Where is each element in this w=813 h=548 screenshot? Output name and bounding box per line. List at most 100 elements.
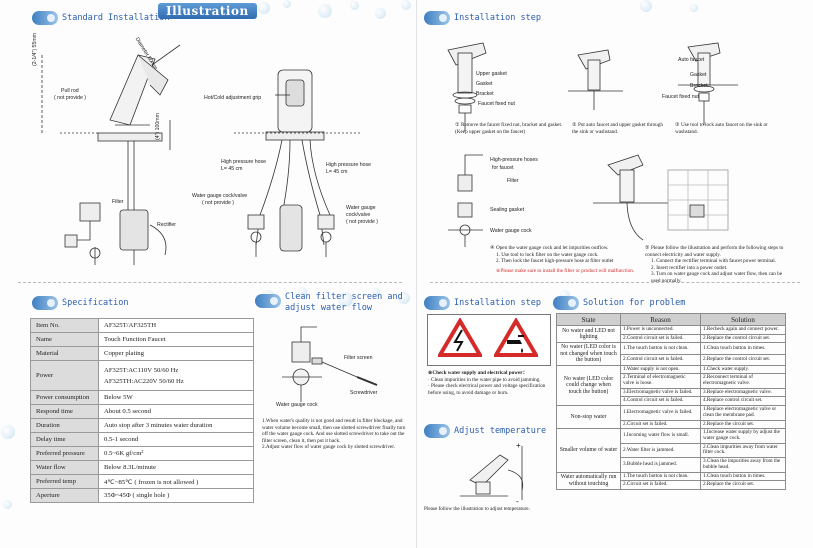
- installation-step-drawing: [447, 42, 738, 247]
- upper-gasket-label: Upper gasket: [476, 71, 507, 77]
- gasket-label: Gasket: [476, 81, 493, 87]
- header-solution: Solution: [700, 313, 786, 326]
- rectifier-label: Rectifier: [157, 222, 177, 228]
- section-badge-icon: [32, 11, 58, 25]
- clean-filter-notes: 1.When water's quality is not good and r…: [262, 418, 406, 450]
- problem-solution: 1.Replace electromagnetic valve or clean…: [700, 405, 786, 421]
- problem-state: Water automatically run without touching: [556, 471, 621, 491]
- heading-clean-filter: Clean filter screen and adjust water flo…: [255, 292, 405, 320]
- problem-reason: 2.Circuit set is failed.: [620, 419, 701, 430]
- problem-reason: 2.Terminal of electromagnetic valve is l…: [620, 373, 701, 389]
- bracket2-label: Bracket: [690, 83, 708, 89]
- filter-screen-label: Filter screen: [344, 355, 373, 361]
- cock-left-label: Water gauge cock/valve: [192, 193, 248, 199]
- heading-standard-installation: Standard Installation: [32, 7, 169, 29]
- spec-key: Aperture: [30, 488, 99, 503]
- cock-right-label-1: Water gauge: [346, 205, 376, 211]
- hp-hose-left-label: High pressure hose: [221, 159, 266, 165]
- electric-hazard-icon: [438, 318, 482, 357]
- filter-label-2: Filter: [507, 178, 519, 184]
- bubble-decoration: [372, 288, 380, 296]
- problem-reason: 4.Control circuit set is failed.: [620, 396, 701, 407]
- spec-key: Name: [30, 332, 99, 347]
- spec-value: Auto stop after 3 minutes water duration: [98, 418, 254, 433]
- problem-solution: 1.Check water supply.: [700, 364, 786, 375]
- problem-solution: 1.Recheck again and connect power.: [700, 325, 786, 335]
- spec-key: Water flow: [30, 460, 99, 475]
- section-badge-icon: [424, 424, 450, 438]
- section-badge-icon: [32, 296, 58, 310]
- spec-value: About 0.5 second: [98, 404, 254, 419]
- solution-row: 2.Control circuit set is failed.2.Replac…: [557, 353, 786, 366]
- problem-reason: 1.The touch button is not clean.: [620, 342, 701, 355]
- step3-text: ③ Use tool to lock auto faucet on the si…: [675, 122, 768, 135]
- heading-solution-for-problem: Solution for problem: [553, 292, 685, 314]
- bubble-decoration: [375, 8, 386, 19]
- problem-reason: 2.Control circuit set is failed.: [620, 353, 701, 366]
- problem-solution: 2.Replace the control circuit set.: [700, 353, 786, 366]
- bubble-decoration: [690, 4, 698, 12]
- sealing-gasket-label: Sealing gasket: [490, 207, 525, 213]
- bubble-decoration: [401, 0, 411, 10]
- solution-row: 3.Bubble head is jammed.3.Clean the impu…: [557, 457, 786, 473]
- spec-key: Item No.: [30, 318, 99, 333]
- section-badge-icon: [553, 296, 579, 310]
- spec-value: 4℃~85℃ ( frozen is not allowed ): [98, 474, 254, 489]
- problem-reason: 1.The touch button is not clean.: [620, 471, 701, 482]
- hp-hose-left-length: L= 45 cm: [221, 166, 243, 172]
- spec-value-line: AF325TH:AC220V 50/60 Hz: [104, 377, 184, 385]
- problem-reason: 2.Water filter is jammed.: [620, 442, 701, 459]
- four-inch-label: (4") 100mm: [155, 113, 161, 140]
- bubble-decoration: [350, 1, 359, 10]
- bubble-decoration: [283, 0, 291, 8]
- warning-box: [427, 314, 551, 366]
- step5-text: ⑤ Please follow the illustration and per…: [645, 245, 784, 284]
- check-supply-notes: ※Check water supply and electrical power…: [428, 370, 546, 396]
- problem-reason: 3.Bubble head is jammed.: [620, 457, 701, 473]
- problem-solution: 2.Replace the control circuit set.: [700, 333, 786, 344]
- problem-reason: 1.Incoming water flow is small.: [620, 428, 701, 444]
- pull-rod-label: Pull rod: [61, 88, 79, 94]
- step2-text: ② Put auto faucet and upper gasket throu…: [572, 122, 663, 135]
- problem-solution: 1.Clean touch button in times.: [700, 342, 786, 355]
- bubble-decoration: [3, 500, 12, 509]
- spec-key: Power: [30, 360, 99, 391]
- section-divider: [430, 282, 800, 283]
- adjust-temperature-drawing: + -: [460, 441, 524, 506]
- solution-row: No water (LED color is not changed when …: [556, 342, 786, 366]
- bubble-decoration: [640, 0, 652, 12]
- header-reason: Reason: [620, 313, 701, 326]
- problem-reason: 1.Electromagnetic valve is failed.: [620, 405, 701, 421]
- problem-solution: 4.Replace control circuit set.: [700, 396, 786, 407]
- step4-text: ④ Open the water gauge cock and let impu…: [490, 245, 614, 264]
- header-state: State: [556, 313, 621, 326]
- illustration-title: Illustration: [158, 3, 257, 19]
- spec-value: Touch Function Faucet: [98, 332, 254, 347]
- spec-value: Below 5W: [98, 390, 254, 405]
- problem-state: Smaller volume of water: [556, 428, 621, 473]
- pull-rod-note: ( not provide ): [54, 95, 87, 101]
- step4-warning: ※Please make sure to install the filter …: [496, 268, 635, 274]
- heading-specification: Specification: [32, 292, 129, 314]
- section-badge-icon: [424, 296, 450, 310]
- solution-table-header: State Reason Solution: [556, 313, 786, 326]
- step1-text: ① Remove the faucet fixed nut, bracket a…: [455, 122, 563, 135]
- problem-solution: 3.Clean the impurities away from the bub…: [700, 457, 786, 473]
- water-gauge-cock-label-2: Water gauge cock: [276, 402, 318, 408]
- bubble-decoration: [338, 292, 353, 307]
- screwdriver-label: Screwdriver: [350, 390, 378, 396]
- heading-installation-step: Installation step: [424, 7, 541, 29]
- problem-solution: 1.Increase water supply by adjust the wa…: [700, 428, 786, 444]
- hp-hose-right-length: L= 45 cm: [326, 169, 348, 175]
- section-badge-icon: [255, 294, 281, 308]
- problem-solution: 2.Replace the circuit set.: [700, 480, 786, 491]
